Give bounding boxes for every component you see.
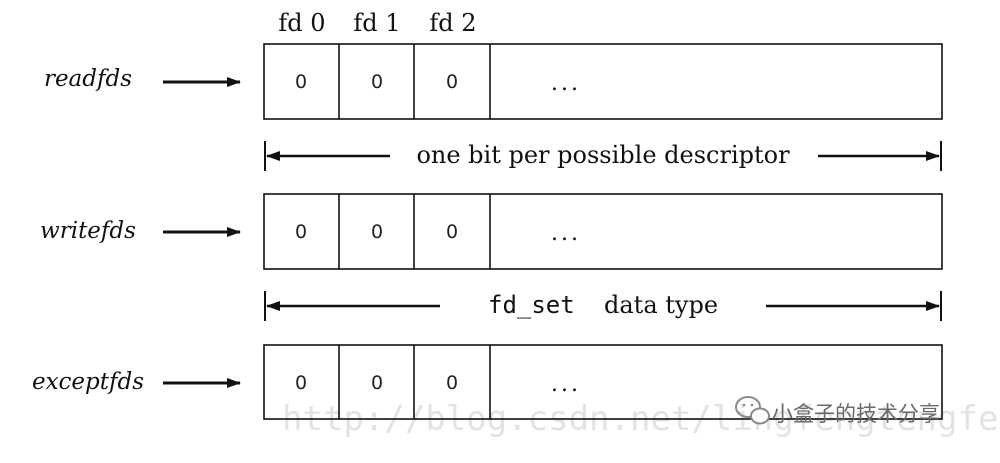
writefds-row: writefds 0 0 0 ...	[40, 193, 943, 270]
bit-cell: 0	[446, 221, 458, 243]
row-label-exceptfds: exceptfds	[32, 369, 144, 395]
fd-header-0: fd 0	[278, 9, 325, 37]
bit-cell: 0	[371, 221, 383, 243]
ellipsis: ...	[551, 221, 581, 246]
span-label: data type	[604, 291, 718, 319]
bit-cell: 0	[295, 372, 307, 394]
bit-cell: 0	[371, 71, 383, 93]
ellipsis: ...	[551, 372, 581, 397]
readfds-row: readfds 0 0 0 ...	[44, 43, 943, 120]
bit-array-box	[263, 43, 943, 120]
bit-cell: 0	[371, 372, 383, 394]
chat-bubble-icon	[735, 396, 770, 425]
span-label: one bit per possible descriptor	[416, 141, 790, 169]
row-label-readfds: readfds	[44, 66, 132, 92]
ellipsis: ...	[551, 71, 581, 96]
fd-header-2: fd 2	[429, 9, 476, 37]
span-one-bit: one bit per possible descriptor	[264, 141, 942, 171]
bit-array-box	[263, 193, 943, 270]
bit-cell: 0	[295, 71, 307, 93]
bit-array-box	[263, 344, 943, 420]
fd-header-1: fd 1	[353, 9, 400, 37]
span-fd-set: fd_set data type	[264, 291, 942, 321]
fd-set-code: fd_set	[488, 291, 575, 319]
bit-cell: 0	[446, 71, 458, 93]
bit-cell: 0	[446, 372, 458, 394]
bit-cell: 0	[295, 221, 307, 243]
row-label-writefds: writefds	[40, 218, 136, 244]
exceptfds-row: exceptfds 0 0 0 ...	[32, 344, 943, 420]
brand-text: 小盒子的技术分享	[772, 402, 940, 426]
brand-watermark: 小盒子的技术分享	[735, 396, 940, 426]
